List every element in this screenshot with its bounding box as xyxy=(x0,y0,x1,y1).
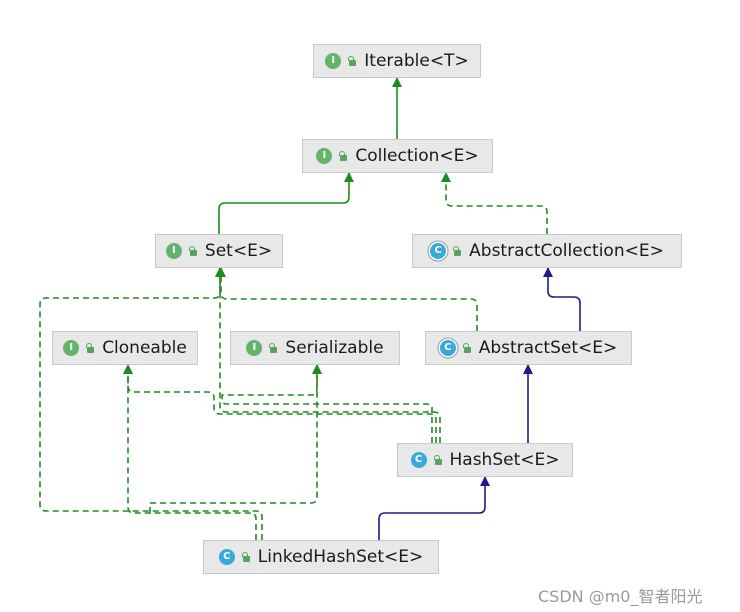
public-lock-icon xyxy=(268,343,278,353)
node-serializable[interactable]: I Serializable xyxy=(230,331,400,365)
edge-set-to-collection xyxy=(218,172,354,234)
public-lock-icon xyxy=(462,343,471,353)
node-label: LinkedHashSet<E> xyxy=(257,547,424,567)
node-label: AbstractSet<E> xyxy=(478,338,618,358)
node-iterable[interactable]: I Iterable<T> xyxy=(313,44,481,78)
node-label: AbstractCollection<E> xyxy=(469,241,664,261)
edge-abstract-set-to-set xyxy=(216,267,478,331)
interface-icon: I xyxy=(325,53,342,69)
edge-abstract-collection-to-collection xyxy=(441,172,548,234)
node-label: Cloneable xyxy=(102,338,187,358)
node-linked-hash-set[interactable]: C LinkedHashSet<E> xyxy=(203,540,439,574)
public-lock-icon xyxy=(188,246,197,256)
node-label: HashSet<E> xyxy=(449,450,560,470)
abstract-class-icon: C xyxy=(430,243,447,259)
watermark-text: CSDN @m0_智者阳光 xyxy=(538,587,703,606)
abstract-class-icon: C xyxy=(439,340,456,356)
public-lock-icon xyxy=(452,246,462,256)
interface-icon: I xyxy=(165,243,182,259)
edge-hash-set-to-cloneable xyxy=(123,364,437,443)
edge-hash-set-to-serializable xyxy=(221,364,433,443)
edge-linked-hash-set-to-cloneable xyxy=(123,364,257,540)
node-hash-set[interactable]: C HashSet<E> xyxy=(397,443,573,477)
node-abstract-set[interactable]: C AbstractSet<E> xyxy=(425,331,632,365)
public-lock-icon xyxy=(85,343,95,353)
node-label: Serializable xyxy=(285,338,384,358)
node-label: Iterable<T> xyxy=(364,51,469,71)
edge-abstract-set-to-abstract-collection xyxy=(543,267,581,331)
edge-linked-hash-set-to-serializable xyxy=(149,364,322,513)
node-set[interactable]: I Set<E> xyxy=(155,234,283,268)
edge-linked-hash-set-to-hash-set xyxy=(378,476,490,540)
class-icon: C xyxy=(410,452,427,468)
public-lock-icon xyxy=(338,151,348,161)
interface-icon: I xyxy=(63,340,80,356)
class-icon: C xyxy=(218,549,235,565)
node-label: Set<E> xyxy=(204,241,273,261)
interface-icon: I xyxy=(316,148,333,164)
node-abstract-collection[interactable]: C AbstractCollection<E> xyxy=(412,234,682,268)
public-lock-icon xyxy=(241,552,250,562)
edge-linked-hash-set-to-set xyxy=(39,267,263,540)
interface-icon: I xyxy=(246,340,263,356)
node-label: Collection<E> xyxy=(355,146,479,166)
node-collection[interactable]: I Collection<E> xyxy=(302,139,493,173)
node-cloneable[interactable]: I Cloneable xyxy=(52,331,198,365)
public-lock-icon xyxy=(347,56,357,66)
public-lock-icon xyxy=(433,455,442,465)
